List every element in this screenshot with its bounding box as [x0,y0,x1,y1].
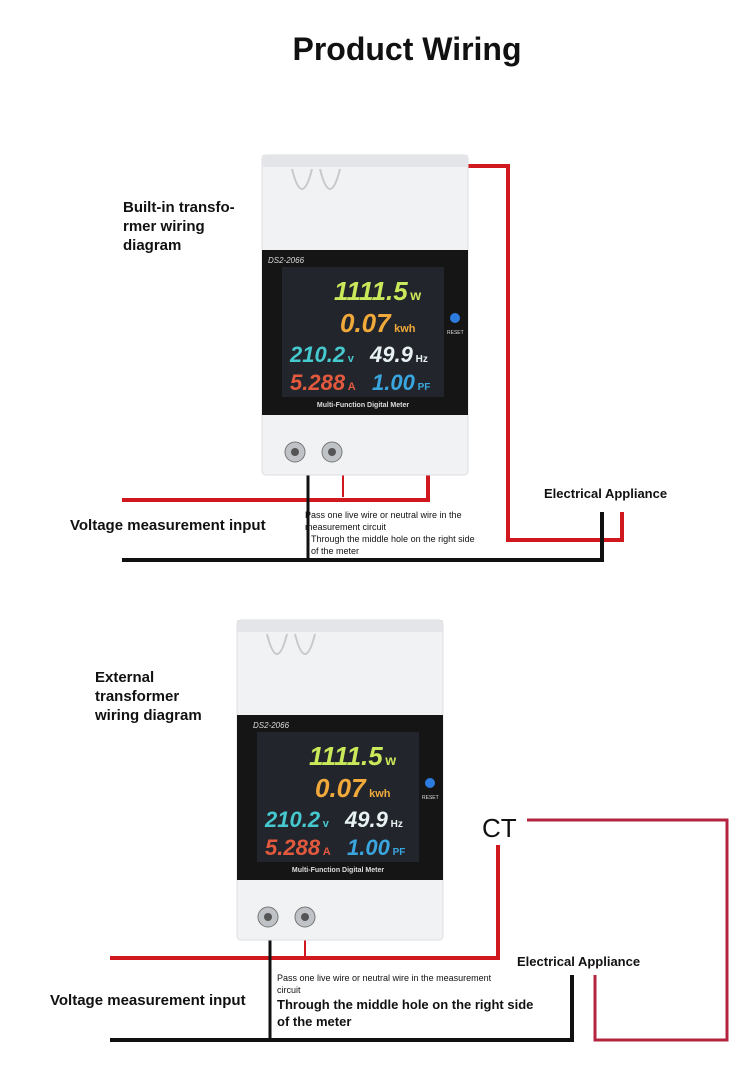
power-unit: w [409,287,421,303]
pf-reading: 1.00 [372,370,416,395]
pf-reading: 1.00 [347,835,391,860]
page-title: Product Wiring [292,31,521,67]
diagram1-heading: Built-in transfo- [123,199,235,216]
diagram2-heading: transformer [95,688,179,705]
terminal-screw-icon [257,906,279,928]
voltage-input-label: Voltage measurement input [50,992,246,1009]
terminal-screw-icon [284,441,306,463]
neutral-wire [122,512,604,562]
meter-1-display: DS2-2066 1111.5 w 0.07 kwh 210.2 v 49.9 … [268,256,464,409]
voltage-live-wire [122,475,430,502]
frequency-reading: 49.9 [369,342,414,367]
meter-1 [261,154,469,476]
power-reading: 1111.5 [309,741,383,771]
voltage-reading: 210.2 [289,342,346,367]
wire-note-small: Pass one live wire or neutral wire in th… [305,510,462,520]
meter-2 [236,619,444,941]
energy-unit: kwh [369,788,391,800]
meter-footer: Multi-Function Digital Meter [292,867,384,874]
meter-footer: Multi-Function Digital Meter [317,402,409,409]
live-wire-to-appliance [468,164,624,542]
frequency-unit: Hz [391,819,403,830]
meter-2-display: DS2-2066 1111.5 w 0.07 kwh 210.2 v 49.9 … [253,721,439,874]
wire-note-small: measurement circuit [305,522,387,532]
neutral-wire [110,975,574,1042]
reset-label: RESET [447,330,464,336]
appliance-label: Electrical Appliance [517,954,640,969]
current-unit: A [348,381,356,393]
reset-button[interactable] [425,778,435,788]
voltage-unit: v [348,353,355,365]
pf-unit: PF [393,847,406,858]
terminal-screw-icon [294,906,316,928]
voltage-unit: v [323,818,330,830]
energy-reading: 0.07 [315,773,367,803]
wire-note-small: circuit [277,985,301,995]
power-unit: w [384,752,396,768]
energy-unit: kwh [394,323,416,335]
current-reading: 5.288 [265,835,321,860]
wire-note-small: Pass one live wire or neutral wire in th… [277,973,492,983]
terminal-screw-icon [321,441,343,463]
wire-note-main: Through the middle hole on the right sid… [277,997,533,1012]
ct-label: CT [482,813,517,843]
reset-label: RESET [422,795,439,801]
meter-model: DS2-2066 [253,721,290,730]
diagram2-heading: External [95,669,154,686]
diagram2-wires [110,818,729,1042]
appliance-label: Electrical Appliance [544,486,667,501]
meter-model: DS2-2066 [268,256,305,265]
wire-note-main: of the meter [311,546,359,556]
ct-loop-wire [527,818,729,1042]
voltage-reading: 210.2 [264,807,321,832]
diagram1-heading: rmer wiring [123,218,205,235]
diagram1-labels: Built-in transfo- rmer wiring diagram Vo… [70,199,667,556]
diagram1-wires [122,164,624,562]
frequency-unit: Hz [416,354,428,365]
wire-note-main: Through the middle hole on the right sid… [311,534,475,544]
diagram2-labels: External transformer wiring diagram CT V… [50,669,640,1029]
wire-note-main: of the meter [277,1014,351,1029]
current-unit: A [323,846,331,858]
pf-unit: PF [418,382,431,393]
voltage-input-label: Voltage measurement input [70,517,266,534]
diagram1-heading: diagram [123,237,181,254]
frequency-reading: 49.9 [344,807,389,832]
reset-button[interactable] [450,313,460,323]
energy-reading: 0.07 [340,308,392,338]
current-reading: 5.288 [290,370,346,395]
power-reading: 1111.5 [334,276,408,306]
live-wire-to-ct [110,845,500,960]
diagram2-heading: wiring diagram [94,707,202,724]
